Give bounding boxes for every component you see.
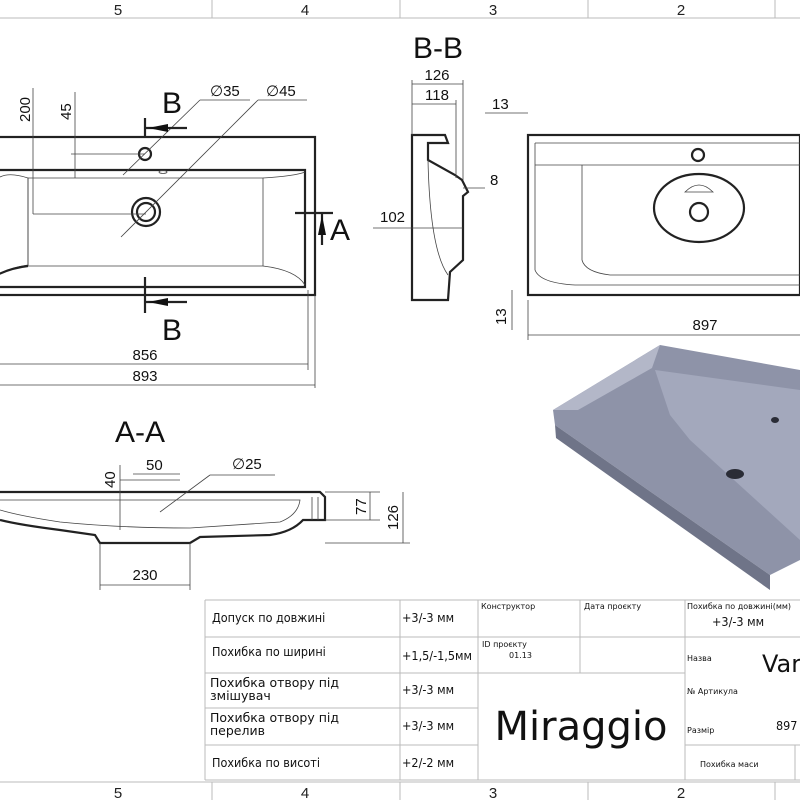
dim-50: 50 [146,457,163,474]
frame-col-label: 5 [114,2,122,19]
tolerance-label: Похибка по висоті [212,755,320,770]
frame-col-label: 2 [677,2,685,19]
dim-230: 230 [132,567,157,584]
frame-col-label: 5 [114,785,122,800]
dim-856: 856 [132,347,157,364]
dim-77: 77 [353,498,370,515]
frame-col-label: 4 [301,785,309,800]
dim-dia45: ∅45 [266,83,296,100]
tolerance-value: +3/-3 мм [402,610,454,625]
top-view: 200 45 ∅35 ∅45 B B A 856 893 [0,83,350,388]
frame-col-label: 2 [677,785,685,800]
length-tol-label: Похибка по довжині(мм) [687,602,791,611]
dim-893: 893 [132,368,157,385]
tolerance-label: Похибка отвору під перелив [210,710,339,738]
project-id-value: 01.13 [509,651,532,660]
drain-hole [130,196,162,228]
tolerance-value: +3/-3 мм [402,682,454,697]
tolerance-label: Допуск по довжині [212,610,325,625]
tolerance-value: +1,5/-1,5мм [402,648,472,663]
section-aa-title: A-A [115,416,165,449]
section-bb-view: B-B 126 118 8 102 [373,32,498,302]
section-bb-title: B-B [413,32,463,65]
dim-126: 126 [385,505,402,530]
dim-897: 897 [692,317,717,334]
size-label: Размір [687,726,714,735]
name-label: Назва [687,654,712,663]
name-value: Var [762,650,800,678]
frame-bottom-row: 5 4 3 2 [0,781,800,800]
brand-logo: Miraggio [495,704,668,750]
mass-tol-label: Похибка маси [700,760,759,769]
frame-col-label: 3 [489,785,497,800]
section-a-label: A [330,214,350,247]
section-b-label: B [162,87,182,120]
designer-label: Конструктор [481,602,535,611]
tolerance-label: Похибка отвору під змішувач [210,675,339,703]
dim-200: 200 [17,97,34,122]
dim-102: 102 [380,209,405,226]
sink-3d-render [553,345,800,590]
dim-126: 126 [424,67,449,84]
front-view: 13 13 897 [485,96,800,340]
date-label: Дата проєкту [584,602,641,611]
frame-col-label: 4 [301,2,309,19]
project-id-label: ID проєкту [482,640,527,649]
dim-13: 13 [493,308,510,325]
dim-dia35: ∅35 [210,83,240,100]
dim-45: 45 [58,103,75,120]
size-value: 897 [776,718,797,733]
length-tol-value: +3/-3 мм [712,614,764,629]
section-b-label: B [162,314,182,347]
tolerance-label: Похибка по ширині [212,644,326,659]
frame-top-row: 5 4 3 2 [0,0,800,19]
dim-dia25: ∅25 [232,456,262,473]
dim-40: 40 [102,471,119,488]
article-label: № Артикула [687,687,738,696]
tolerance-value: +3/-3 мм [402,718,454,733]
dim-118: 118 [425,87,449,104]
dim-8: 8 [490,172,498,189]
frame-col-label: 3 [489,2,497,19]
tolerance-value: +2/-2 мм [402,755,454,770]
section-aa-view: A-A 40 50 ∅25 77 126 230 [0,416,410,590]
dim-13: 13 [492,96,509,113]
title-block: Допуск по довжині +3/-3 мм Похибка по ши… [204,599,800,781]
